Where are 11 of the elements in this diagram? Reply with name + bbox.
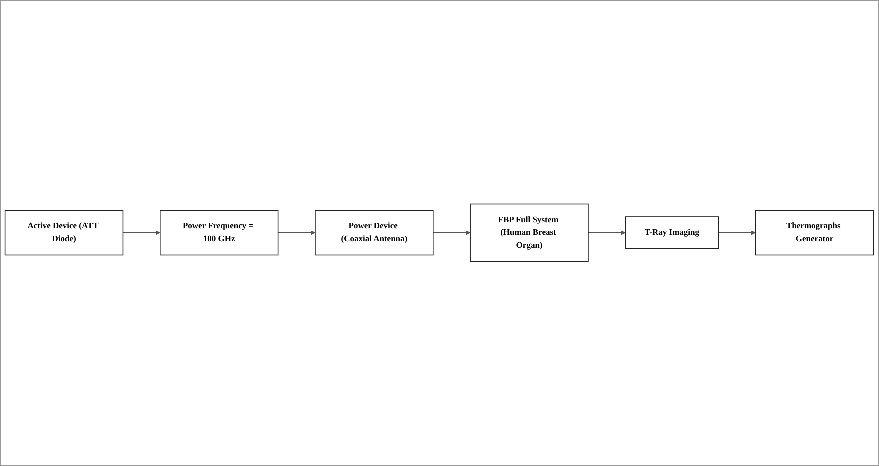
node-box: Thermographs Generator	[755, 210, 874, 256]
arrow	[718, 230, 756, 236]
arrow	[122, 230, 161, 236]
node-box: FBP Full System (Human Breast Organ)	[470, 204, 589, 262]
arrow	[278, 230, 316, 236]
node-box: Power Frequency = 100 GHz	[160, 210, 279, 256]
node-box: T-Ray Imaging	[625, 216, 719, 250]
node-box: Power Device (Coaxial Antenna)	[315, 210, 434, 256]
arrow	[433, 230, 471, 236]
node-box: Active Device (ATT Diode)	[4, 210, 124, 256]
arrow	[588, 230, 626, 236]
